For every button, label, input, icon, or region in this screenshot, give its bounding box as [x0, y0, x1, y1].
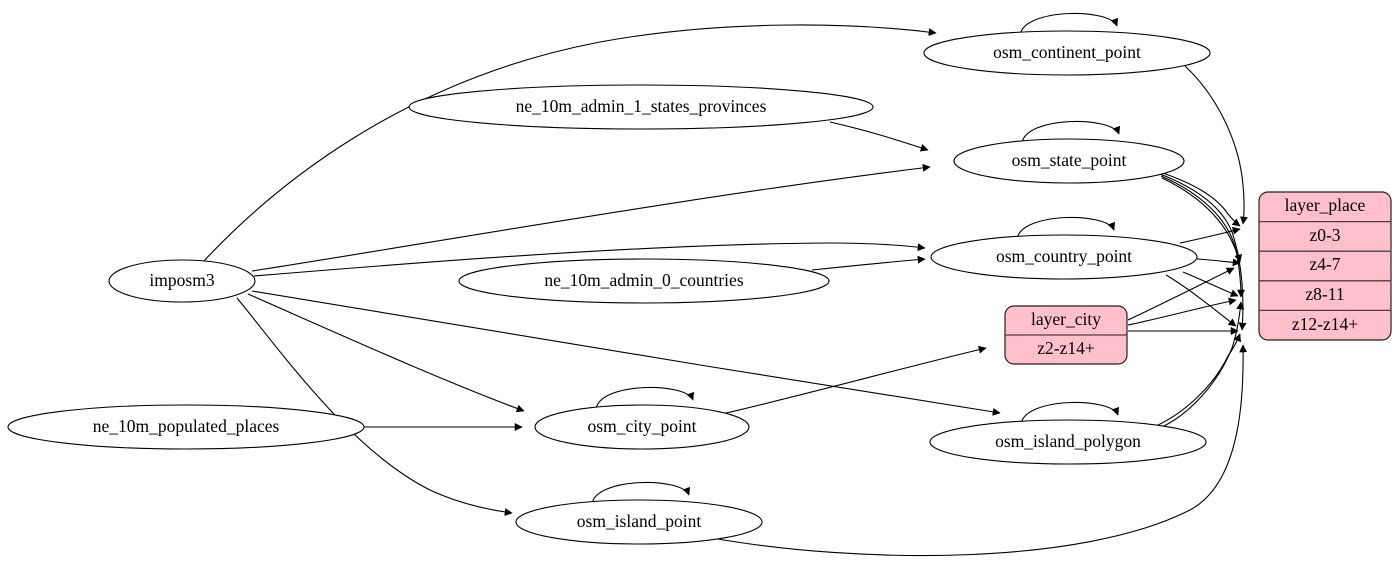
node-label-osm-state-point: osm_state_point	[1012, 150, 1127, 170]
node-imposm3[interactable]: imposm3	[108, 259, 256, 303]
node-label-osm-continent-point: osm_continent_point	[993, 42, 1141, 62]
edge-imposm3-to-osm-continent-point	[202, 24, 937, 263]
node-label-osm-country-point: osm_country_point	[996, 246, 1132, 266]
record-row-layer-place-z8-11[interactable]: z8-11	[1305, 284, 1344, 304]
node-layer: imposm3 ne_10m_admin_1_states_provinces …	[7, 30, 1211, 545]
record-node-layer-place[interactable]: layer_place z0-3 z4-7 z8-11 z12-z14+	[1258, 191, 1392, 341]
record-title-layer-place: layer_place	[1285, 195, 1366, 215]
edge-imposm3-to-osm-island-point	[236, 297, 513, 516]
record-row-layer-city-z2-z14[interactable]: z2-z14+	[1037, 338, 1095, 358]
edge-ne-admin-1-to-osm-state-point	[829, 121, 929, 152]
edge-osm-country-point-to-layer-place-z8-11	[1182, 271, 1239, 297]
node-label-osm-city-point: osm_city_point	[588, 416, 697, 436]
record-row-layer-place-z12-z14[interactable]: z12-z14+	[1292, 314, 1358, 334]
edge-self-loop-osm-country-point	[1016, 216, 1116, 240]
edge-osm-state-point-to-layer-place-z8-11	[1160, 175, 1245, 298]
record-node-layer: layer_place z0-3 z4-7 z8-11 z12-z14+ lay…	[1004, 191, 1392, 365]
edge-self-loop-osm-island-point	[591, 481, 691, 505]
edge-ne-admin-0-to-osm-country-point	[811, 255, 926, 271]
edge-imposm3-to-osm-island-polygon	[251, 290, 1001, 416]
node-osm-city-point[interactable]: osm_city_point	[534, 404, 750, 450]
edge-imposm3-to-osm-country-point	[253, 242, 926, 277]
edge-self-loop-osm-city-point	[595, 386, 695, 410]
node-label-ne-10m-admin-0-countries: ne_10m_admin_0_countries	[544, 270, 743, 290]
edge-self-loop-osm-state-point	[1021, 120, 1121, 144]
edge-imposm3-to-osm-state-point	[251, 163, 931, 272]
node-ne-10m-admin-0-countries[interactable]: ne_10m_admin_0_countries	[458, 258, 830, 304]
node-osm-island-point[interactable]: osm_island_point	[515, 499, 763, 545]
edge-osm-city-point-to-layer-city	[725, 345, 987, 414]
node-osm-country-point[interactable]: osm_country_point	[930, 234, 1198, 280]
node-ne-10m-populated-places[interactable]: ne_10m_populated_places	[7, 404, 365, 450]
edge-osm-state-point-to-layer-place-z4-7	[1159, 173, 1243, 263]
node-label-imposm3: imposm3	[149, 270, 214, 290]
edge-osm-island-point-to-layer-place-z12-z14	[711, 344, 1248, 557]
record-title-layer-city: layer_city	[1031, 309, 1101, 329]
edge-osm-state-point-to-layer-place-z0-3	[1159, 171, 1241, 227]
edge-self-loop-osm-continent-point	[1019, 12, 1119, 36]
edge-imposm3-to-osm-city-point	[247, 293, 525, 413]
node-label-osm-island-point: osm_island_point	[577, 511, 702, 531]
edge-layer-city-to-layer-place-z8-11	[1127, 297, 1237, 326]
node-label-ne-10m-admin-1-states-provinces: ne_10m_admin_1_states_provinces	[516, 96, 767, 116]
node-label-osm-island-polygon: osm_island_polygon	[995, 431, 1141, 451]
edge-self-loop-osm-island-polygon	[1020, 401, 1120, 425]
edge-osm-island-polygon-to-layer-place-z12-z14	[1155, 333, 1241, 427]
node-osm-continent-point[interactable]: osm_continent_point	[923, 30, 1211, 76]
edge-osm-country-point-to-layer-place-z12-z14	[1165, 274, 1237, 327]
node-ne-10m-admin-1-states-provinces[interactable]: ne_10m_admin_1_states_provinces	[408, 84, 874, 130]
edge-layer	[202, 12, 1248, 557]
edge-layer-city-to-layer-place-z4-7	[1127, 267, 1235, 321]
edge-osm-country-point-to-layer-place-z4-7	[1196, 258, 1241, 267]
edge-osm-country-point-to-layer-place-z0-3	[1179, 226, 1241, 244]
node-label-ne-10m-populated-places: ne_10m_populated_places	[93, 416, 280, 436]
record-row-layer-place-z4-7[interactable]: z4-7	[1309, 254, 1340, 274]
node-osm-state-point[interactable]: osm_state_point	[953, 138, 1185, 184]
record-row-layer-place-z0-3[interactable]: z0-3	[1309, 225, 1340, 245]
edge-osm-continent-point-to-layer-place-z0-3	[1184, 65, 1248, 225]
node-osm-island-polygon[interactable]: osm_island_polygon	[929, 419, 1207, 465]
record-node-layer-city[interactable]: layer_city z2-z14+	[1004, 305, 1128, 365]
